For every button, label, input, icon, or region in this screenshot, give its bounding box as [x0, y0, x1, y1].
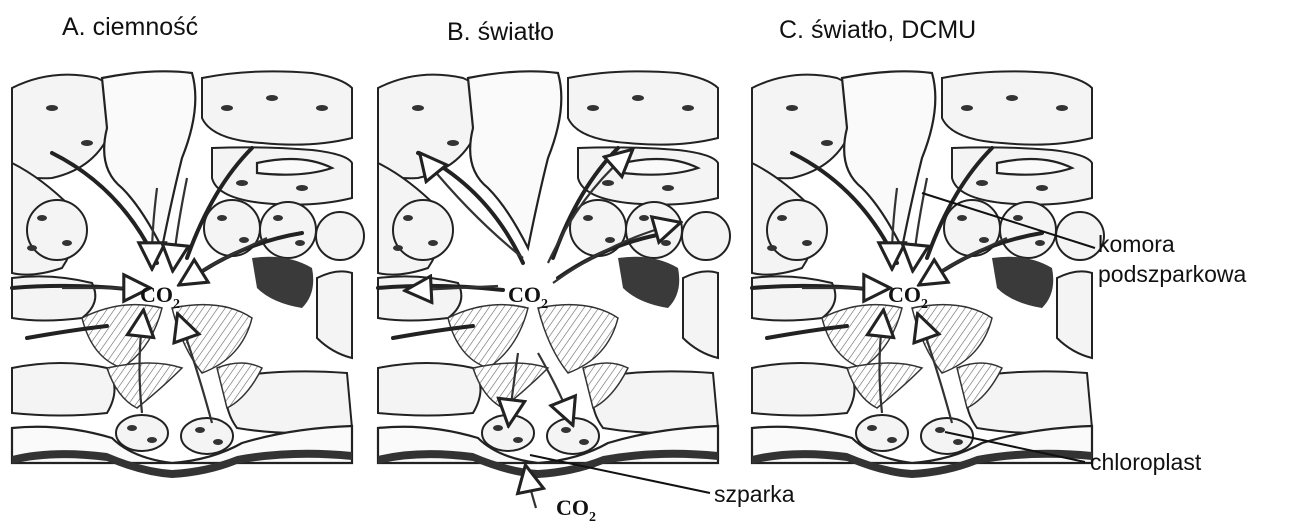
- panel-b-co2-outside-label: CO2: [556, 495, 596, 525]
- komora-label-line1: komora: [1098, 231, 1175, 257]
- panel-b: B. światło CO2 CO2: [378, 18, 730, 525]
- panel-a-title: A. ciemność: [62, 13, 198, 41]
- chloroplast-label: chloroplast: [1090, 449, 1202, 475]
- komora-label-line2: podszparkowa: [1098, 261, 1247, 287]
- panel-a: A. ciemność CO2: [12, 13, 364, 478]
- panel-c: C. światło, DCMU CO2: [752, 16, 1104, 478]
- panel-c-title: C. światło, DCMU: [779, 16, 976, 44]
- szparka-label: szparka: [714, 481, 795, 507]
- panel-b-title: B. światło: [447, 18, 554, 46]
